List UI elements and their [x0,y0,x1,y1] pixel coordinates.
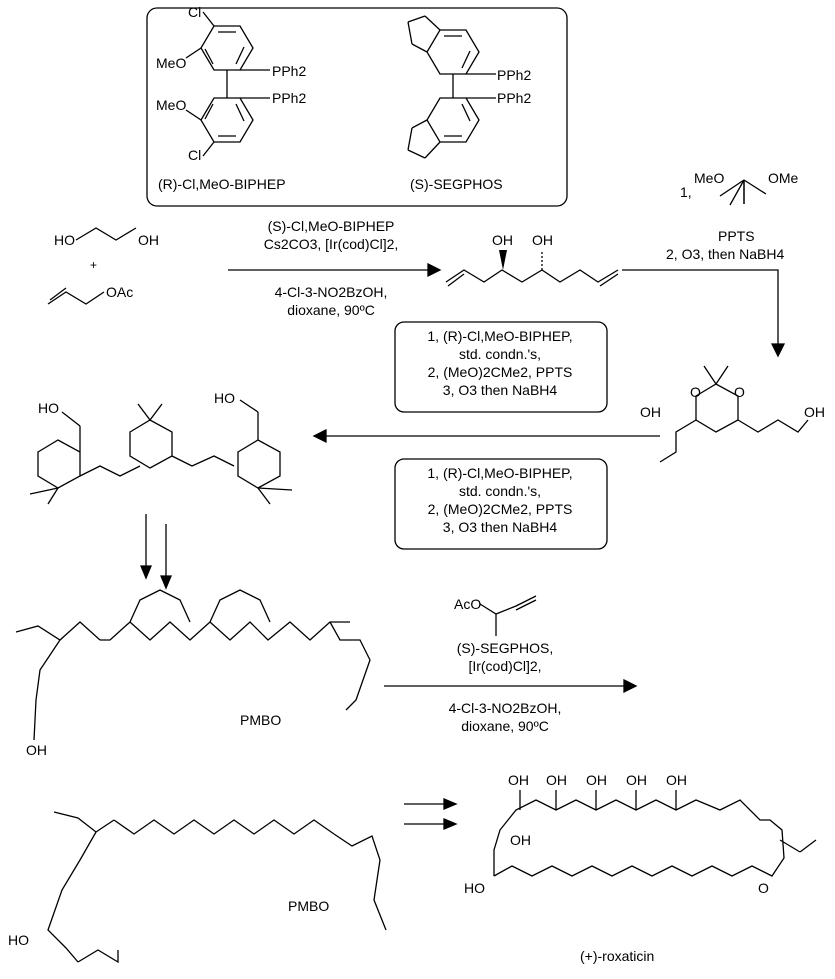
step2-line-1: 1, [680,184,692,200]
diol-oh: OH [138,232,159,248]
rox-oh-6: OH [510,832,531,848]
intermediate-pmbo: PMBO [240,712,282,728]
ligand-box [146,7,568,207]
biphep-caption: (R)-Cl,MeO-BIPHEP [158,176,286,192]
crotyl-ho: HO [8,932,29,948]
rox-oh-4: OH [626,772,647,788]
step1-below-2: dioxane, 90ºC [287,302,375,318]
segphos-structure [407,15,496,159]
butenyl-acetate-structure [479,595,537,636]
step1-below-1: 4-Cl-3-NO2BzOH, [274,284,388,300]
meo-label-top: MeO [156,55,187,71]
plus-sign: + [90,258,98,272]
pph2-label-bottom: PPh2 [272,90,307,106]
propanediol-structure [75,227,137,241]
iteration-box-top [394,321,608,413]
acetonide-o-1: O [690,384,701,400]
iter-bot-3: 2, (MeO)2CMe2, PPTS [427,501,573,517]
dmp-meo: MeO [694,170,725,186]
acetonide-oh-right: OH [804,404,825,420]
iter-bot-4: 3, O3 then NaBH4 [442,519,558,535]
tris-ho-right: HO [214,390,235,406]
step1-above-1: (S)-Cl,MeO-BIPHEP [267,218,395,234]
segphos-pph2-bottom: PPh2 [497,90,532,106]
dmp-structure [719,179,767,206]
crotyl-below-1: 4-Cl-3-NO2BzOH, [448,700,562,716]
diene-oh-1: OH [492,232,513,248]
iter-top-4: 3, O3 then NaBH4 [442,382,558,398]
segphos-pph2-top: PPh2 [497,67,532,83]
rox-ho: HO [464,880,485,896]
roxaticin-structure [493,790,817,877]
rox-oh-3: OH [586,772,607,788]
allyl-oac: OAc [106,284,134,300]
biphep-structure [185,11,270,157]
crotyl-below-2: dioxane, 90ºC [461,718,549,734]
tris-ho-left: HO [38,400,59,416]
product-caption: (+)-roxaticin [580,948,655,964]
intermediate-structure [15,589,371,741]
meo-label-bottom: MeO [156,97,187,113]
acetonide-oh-left: OH [640,404,661,420]
crotyl-above-1: (S)-SEGPHOS, [456,640,554,656]
step1-above-2: Cs2CO3, [Ir(cod)Cl]2, [263,236,399,252]
tris-acetonide-structure [29,399,293,505]
step2-line-2: PPTS [718,228,755,244]
iter-top-2: std. condn.'s, [458,346,542,362]
cl-label-bottom: Cl [188,147,202,163]
dmp-ome: OMe [768,170,799,186]
rox-oh-1: OH [508,772,529,788]
cl-label-top: Cl [188,4,202,20]
iter-top-3: 2, (MeO)2CMe2, PPTS [427,364,573,380]
acoxy-label: AcO [454,596,482,612]
rox-ketone-o: O [758,880,769,896]
diene-diol-structure [445,250,619,287]
iter-top-1: 1, (R)-Cl,MeO-BIPHEP, [427,328,573,344]
iter-bot-2: std. condn.'s, [458,483,542,499]
diene-oh-2: OH [532,232,553,248]
rox-oh-2: OH [546,772,567,788]
crotyl-above-2: [Ir(cod)Cl]2, [468,658,542,674]
intermediate-oh: OH [26,742,47,758]
crotyl-intermediate-structure [47,811,387,964]
iter-bot-1: 1, (R)-Cl,MeO-BIPHEP, [427,465,573,481]
iteration-box-bottom [394,458,608,550]
pph2-label-top: PPh2 [272,63,307,79]
allyl-acetate-structure [47,287,105,305]
acetonide-o-2: O [734,384,745,400]
crotyl-pmbo: PMBO [288,898,330,914]
step2-line-3: 2, O3, then NaBH4 [666,246,785,262]
step2-arrow [622,269,779,344]
acetonide-diol-structure [659,365,809,463]
diol-ho: HO [54,232,75,248]
rox-oh-5: OH [666,772,687,788]
segphos-caption: (S)-SEGPHOS [410,176,503,192]
